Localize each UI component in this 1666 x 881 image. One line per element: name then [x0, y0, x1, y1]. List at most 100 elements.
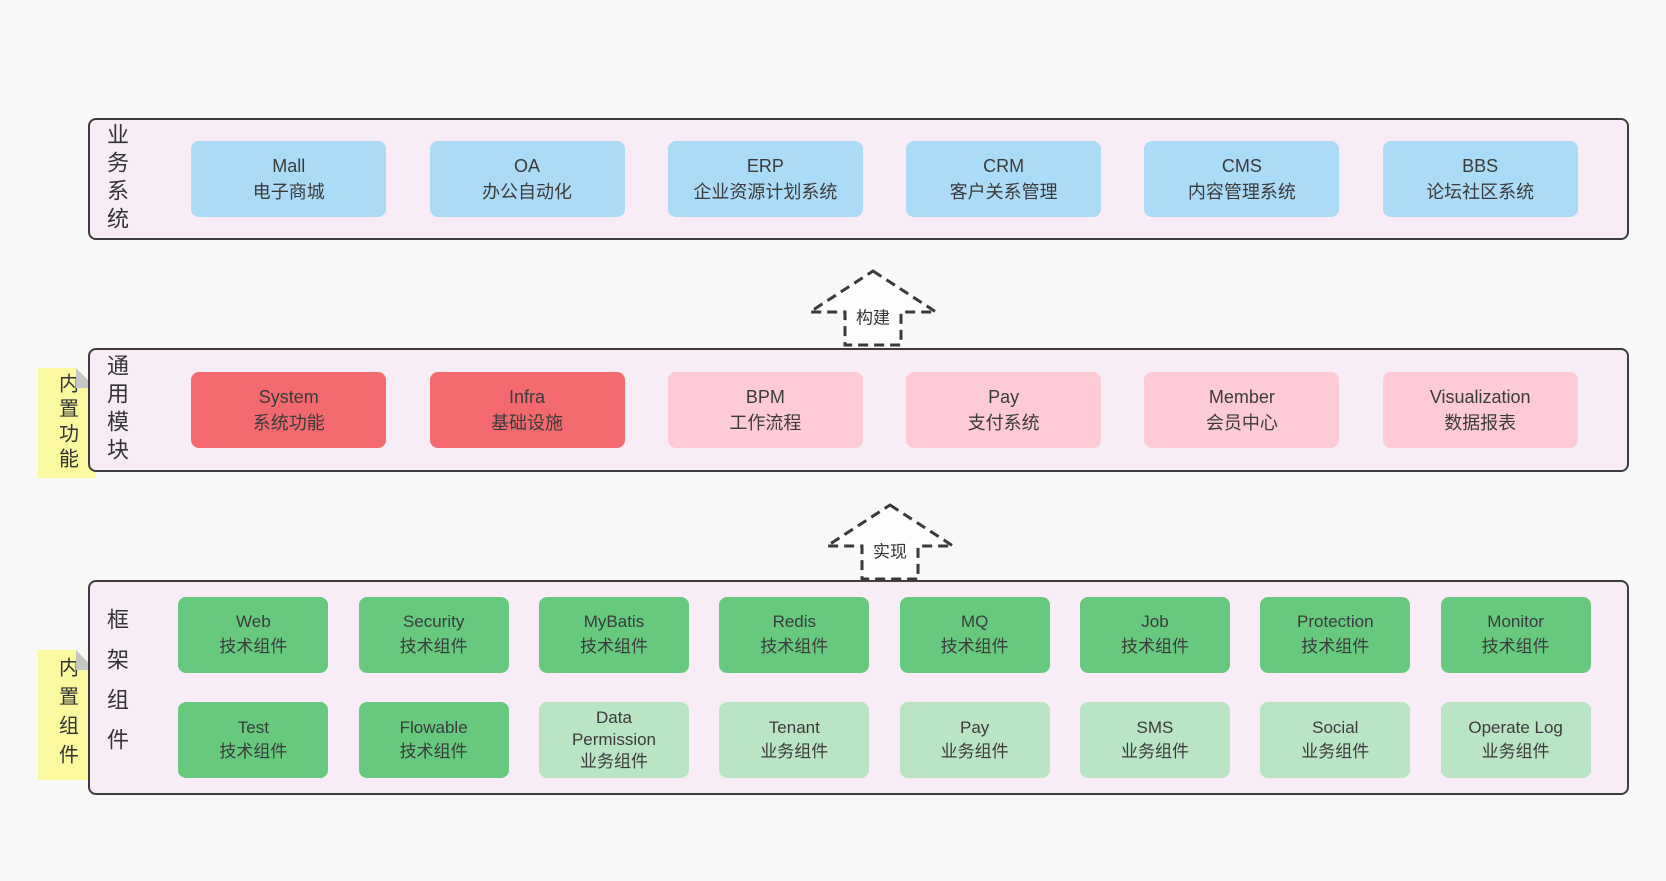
framework-components-layer: 框架组件 Web 技术组件 Security 技术组件 MyBatis 技术组件…: [88, 580, 1629, 795]
box-subtitle: 电子商城: [252, 182, 325, 202]
box-subtitle: 内容管理系统: [1187, 182, 1296, 202]
box-subtitle: 客户关系管理: [949, 182, 1058, 202]
box-bbs: BBS 论坛社区系统: [1382, 141, 1578, 217]
box-title: Security: [402, 612, 465, 632]
box-erp: ERP 企业资源计划系统: [667, 141, 863, 217]
box-social: Social 业务组件: [1260, 702, 1411, 779]
box-subtitle: 业务组件: [1481, 742, 1550, 762]
framework-components-label: 框架组件: [90, 582, 142, 793]
box-title: CRM: [983, 155, 1025, 176]
box-visualization: Visualization 数据报表: [1382, 372, 1578, 448]
common-modules-boxes: System 系统功能 Infra 基础设施 BPM 工作流程 Pay 支付系统…: [142, 350, 1627, 470]
box-member: Member 会员中心: [1144, 372, 1340, 448]
box-subtitle: 业务组件: [1120, 742, 1189, 762]
box-title: Redis: [772, 612, 817, 632]
box-title: Pay: [959, 717, 990, 737]
box-title: Test: [237, 717, 269, 737]
box-subtitle: 技术组件: [399, 742, 468, 762]
box-operate-log: Operate Log 业务组件: [1440, 702, 1591, 779]
build-arrow-label: 构建: [853, 302, 893, 330]
box-bpm: BPM 工作流程: [667, 372, 863, 448]
layer-label-text: 通用模块: [104, 354, 129, 466]
tab-label-text: 内置组件: [55, 657, 78, 773]
box-title: Protection: [1297, 612, 1374, 632]
box-title: Member: [1208, 386, 1275, 407]
box-subtitle: 业务组件: [1301, 742, 1370, 762]
box-title: SMS: [1136, 717, 1174, 737]
box-title: Tenant: [768, 717, 820, 737]
layer-label-text: 业务系统: [104, 123, 129, 235]
box-subtitle: 技术组件: [219, 636, 288, 656]
box-subtitle: 技术组件: [579, 636, 648, 656]
box-mq: MQ 技术组件: [899, 596, 1050, 673]
box-title: ERP: [746, 155, 784, 176]
box-title: Flowable: [399, 717, 468, 737]
box-oa: OA 办公自动化: [429, 141, 625, 217]
build-arrow: 构建: [806, 268, 940, 348]
box-system: System 系统功能: [191, 372, 387, 448]
box-title: Monitor: [1487, 612, 1544, 632]
layer-label-text: 框架组件: [104, 607, 129, 768]
box-flowable: Flowable 技术组件: [358, 702, 509, 779]
box-title: CMS: [1221, 155, 1262, 176]
built-in-functions-tab: 内置功能: [38, 368, 96, 478]
box-title: Job: [1141, 612, 1169, 632]
box-subtitle: 业务组件: [579, 752, 648, 772]
framework-components-rows: Web 技术组件 Security 技术组件 MyBatis 技术组件 Redi…: [142, 582, 1627, 793]
box-redis: Redis 技术组件: [719, 596, 870, 673]
box-title: Visualization: [1429, 386, 1531, 407]
box-data-permission: Data Permission 业务组件: [538, 702, 689, 779]
box-title: Data Permission: [571, 708, 657, 750]
box-subtitle: 业务组件: [760, 742, 829, 762]
tab-label-text: 内置功能: [55, 373, 78, 473]
box-title: BPM: [745, 386, 785, 407]
box-web: Web 技术组件: [178, 596, 329, 673]
box-protection: Protection 技术组件: [1260, 596, 1411, 673]
common-modules-layer: 通用模块 System 系统功能 Infra 基础设施 BPM 工作流程 Pay…: [88, 348, 1629, 472]
box-mybatis: MyBatis 技术组件: [538, 596, 689, 673]
box-infra: Infra 基础设施: [429, 372, 625, 448]
box-subtitle: 数据报表: [1444, 413, 1517, 433]
box-subtitle: 办公自动化: [482, 182, 573, 202]
box-sms: SMS 业务组件: [1079, 702, 1230, 779]
box-title: Infra: [509, 386, 546, 407]
box-title: Pay: [988, 386, 1020, 407]
box-security: Security 技术组件: [358, 596, 509, 673]
framework-row-2: Test 技术组件 Flowable 技术组件 Data Permission …: [142, 688, 1627, 794]
business-systems-layer: 业务系统 Mall 电子商城 OA 办公自动化 ERP 企业资源计划系统 CRM…: [88, 118, 1629, 240]
box-subtitle: 技术组件: [1481, 636, 1550, 656]
box-subtitle: 技术组件: [1301, 636, 1370, 656]
box-subtitle: 企业资源计划系统: [693, 182, 838, 202]
box-pay-module: Pay 支付系统: [906, 372, 1102, 448]
box-test: Test 技术组件: [178, 702, 329, 779]
implement-arrow-label: 实现: [870, 536, 910, 564]
box-monitor: Monitor 技术组件: [1440, 596, 1591, 673]
box-pay-component: Pay 业务组件: [899, 702, 1050, 779]
framework-row-1: Web 技术组件 Security 技术组件 MyBatis 技术组件 Redi…: [142, 582, 1627, 688]
box-subtitle: 业务组件: [940, 742, 1009, 762]
box-subtitle: 技术组件: [219, 742, 288, 762]
box-crm: CRM 客户关系管理: [906, 141, 1102, 217]
box-title: BBS: [1462, 155, 1499, 176]
box-subtitle: 系统功能: [252, 413, 325, 433]
box-cms: CMS 内容管理系统: [1144, 141, 1340, 217]
box-subtitle: 论坛社区系统: [1426, 182, 1535, 202]
box-title: System: [258, 386, 319, 407]
box-tenant: Tenant 业务组件: [719, 702, 870, 779]
box-job: Job 技术组件: [1079, 596, 1230, 673]
box-subtitle: 会员中心: [1205, 413, 1278, 433]
box-subtitle: 技术组件: [760, 636, 829, 656]
box-title: OA: [514, 155, 541, 176]
box-subtitle: 支付系统: [967, 413, 1040, 433]
box-title: Operate Log: [1468, 717, 1563, 737]
business-systems-boxes: Mall 电子商城 OA 办公自动化 ERP 企业资源计划系统 CRM 客户关系…: [142, 120, 1627, 238]
box-subtitle: 技术组件: [940, 636, 1009, 656]
box-title: Social: [1312, 717, 1359, 737]
box-title: Mall: [272, 155, 306, 176]
box-title: MQ: [960, 612, 989, 632]
box-subtitle: 技术组件: [1120, 636, 1189, 656]
business-systems-label: 业务系统: [90, 120, 142, 238]
box-subtitle: 工作流程: [729, 413, 802, 433]
common-modules-label: 通用模块: [90, 350, 142, 470]
box-subtitle: 技术组件: [399, 636, 468, 656]
